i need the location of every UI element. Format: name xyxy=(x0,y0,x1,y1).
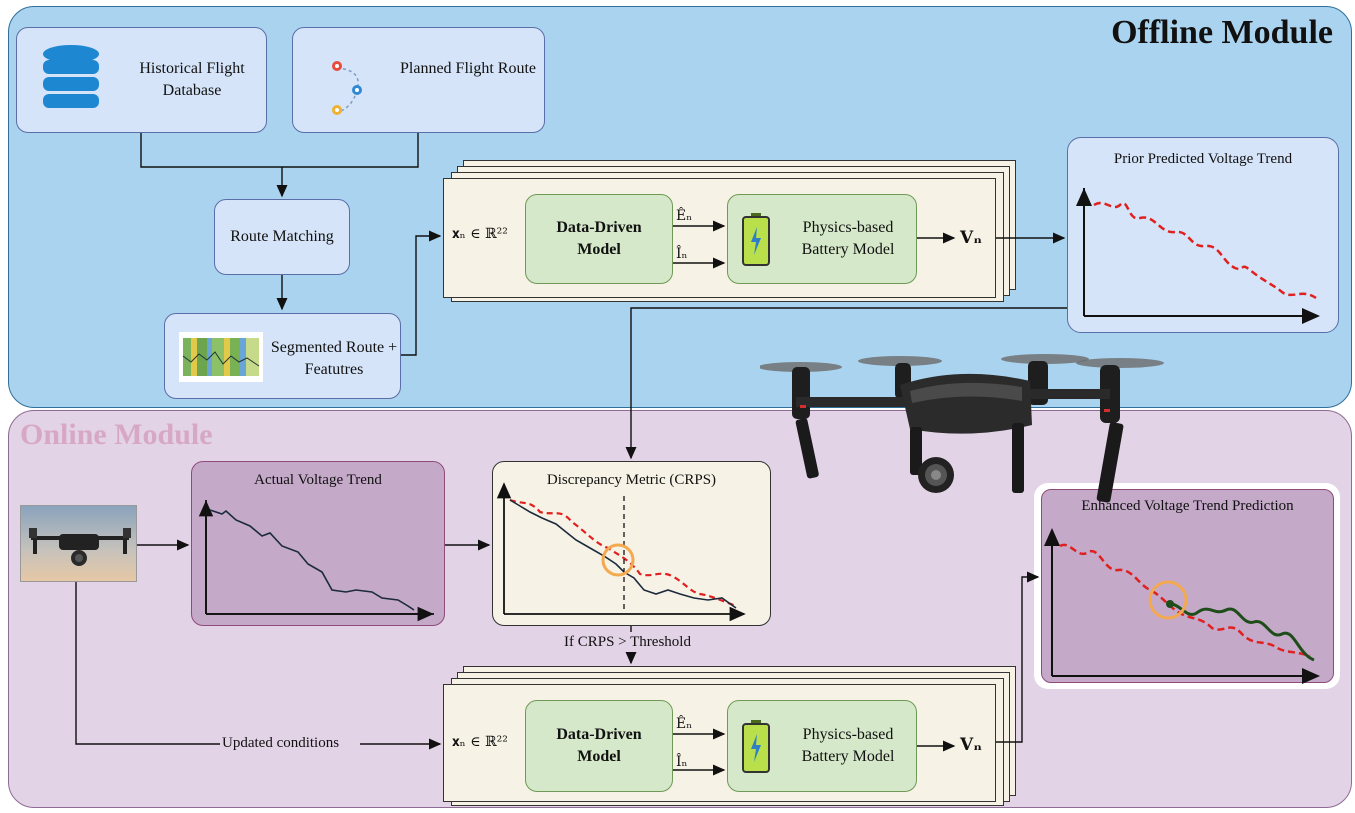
online-data-driven-model-box: Data-Driven Model xyxy=(525,700,673,792)
online-module-title: Online Module xyxy=(20,418,213,451)
offline-data-driven-model-box: Data-Driven Model xyxy=(525,194,673,284)
battery-icon xyxy=(742,213,770,266)
discrepancy-metric-box: Discrepancy Metric (CRPS) xyxy=(492,461,771,626)
online-current-label: Îₙ xyxy=(676,754,688,770)
discrepancy-actual-line xyxy=(509,499,737,609)
drone-photo xyxy=(20,505,137,582)
enhanced-trend-title: Enhanced Voltage Trend Prediction xyxy=(1081,498,1294,514)
enhanced-highlight-circle xyxy=(1148,580,1188,620)
discrepancy-highlight-circle xyxy=(601,543,635,577)
offline-current-label: Îₙ xyxy=(676,246,688,262)
route-pins-icon xyxy=(332,61,362,115)
online-input-vector: 𝐱ₙ ∈ ℝ²² xyxy=(452,734,508,750)
discrepancy-metric-title: Discrepancy Metric (CRPS) xyxy=(546,472,717,488)
enhanced-start-point xyxy=(1166,600,1174,608)
prior-predicted-trend-box: Prior Predicted Voltage Trend xyxy=(1067,137,1339,333)
online-data-driven-model-label: Data-Driven Model xyxy=(556,726,642,765)
prior-to-discrepancy-arrow xyxy=(625,307,1067,460)
historical-flight-database-label: Historical Flight Database xyxy=(139,60,245,99)
enhanced-prediction-line xyxy=(1171,602,1315,662)
db-route-merge-connector xyxy=(140,133,419,168)
offline-module-title: Offline Module xyxy=(1111,14,1333,51)
prior-predicted-trend-title: Prior Predicted Voltage Trend xyxy=(1113,151,1293,167)
offline-input-vector: 𝐱ₙ ∈ ℝ²² xyxy=(452,226,508,242)
enhanced-trend-box: Enhanced Voltage Trend Prediction xyxy=(1041,489,1334,683)
updated-conditions-label: Updated conditions xyxy=(220,735,342,752)
historical-flight-database-box: Historical Flight Database xyxy=(16,27,267,133)
planned-flight-route-label: Planned Flight Route xyxy=(400,60,536,77)
actual-voltage-trend-title: Actual Voltage Trend xyxy=(254,472,382,488)
route-matching-label: Route Matching xyxy=(230,228,334,246)
online-battery-model-label: Physics-based Battery Model xyxy=(801,726,895,765)
online-energy-label: Êₙ xyxy=(676,716,693,732)
actual-trend-plot xyxy=(198,500,434,622)
segmented-route-thumbnail xyxy=(179,332,263,382)
offline-battery-model-label: Physics-based Battery Model xyxy=(801,219,895,258)
prior-trend-plot xyxy=(1076,188,1318,316)
actual-voltage-trend-box: Actual Voltage Trend xyxy=(191,461,445,626)
enhanced-prior-line xyxy=(1059,543,1311,658)
database-icon xyxy=(43,45,99,108)
to-offline-pipeline-arrow xyxy=(401,230,442,356)
segmented-route-label: Segmented Route + Featutres xyxy=(270,339,398,378)
offline-voltage-label: Vₙ xyxy=(960,228,983,248)
enhanced-trend-plot xyxy=(1044,528,1320,684)
offline-data-driven-model-label: Data-Driven Model xyxy=(556,219,642,258)
offline-energy-label: Êₙ xyxy=(676,208,693,224)
planned-flight-route-box: Planned Flight Route xyxy=(292,27,545,133)
drone-image xyxy=(760,354,1164,503)
drone-photo-silhouette xyxy=(29,528,131,566)
segmented-route-box: Segmented Route + Featutres xyxy=(164,313,401,399)
route-matching-box: Route Matching xyxy=(214,199,350,275)
actual-voltage-line xyxy=(209,509,415,611)
to-enhanced-trend-arrow xyxy=(996,571,1040,743)
discrepancy-predicted-line xyxy=(509,498,737,608)
threshold-condition-label: If CRPS > Threshold xyxy=(564,634,691,650)
battery-icon xyxy=(742,720,770,773)
online-voltage-label: Vₙ xyxy=(960,735,983,755)
prior-predicted-line xyxy=(1093,201,1317,300)
discrepancy-plot xyxy=(496,482,746,622)
